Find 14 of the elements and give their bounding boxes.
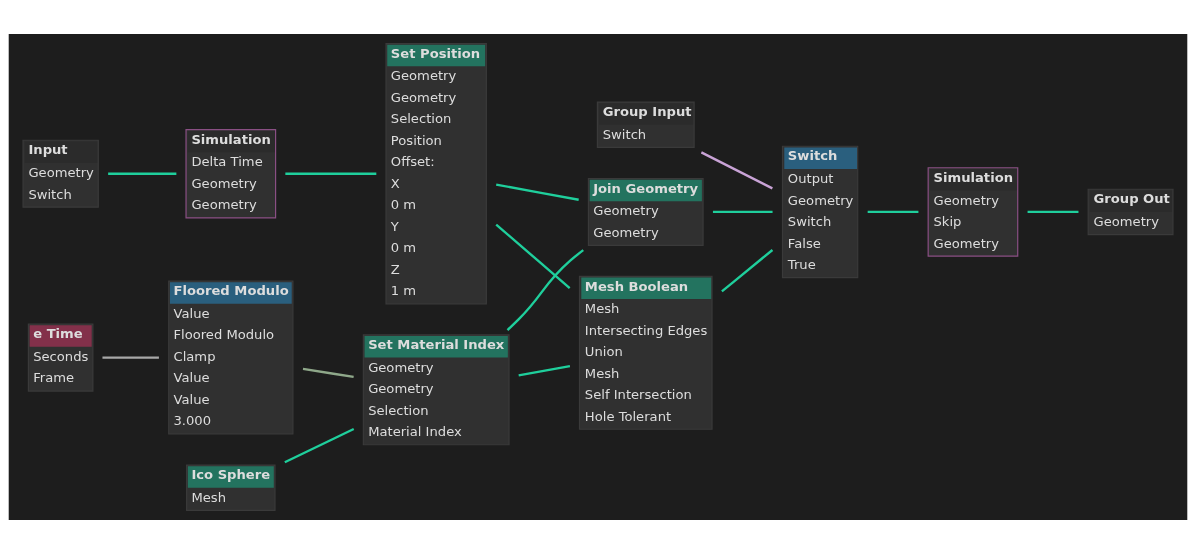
connector [867,210,919,214]
connector [285,172,377,175]
connector [302,367,354,379]
connector [108,172,177,175]
connector [518,365,571,377]
connector [284,427,355,464]
connector [506,249,584,331]
connector [1027,210,1079,214]
connector [496,183,579,201]
connector [712,210,773,214]
connector [102,356,159,359]
connector [721,249,774,293]
connector [495,223,571,289]
connector [700,151,773,190]
